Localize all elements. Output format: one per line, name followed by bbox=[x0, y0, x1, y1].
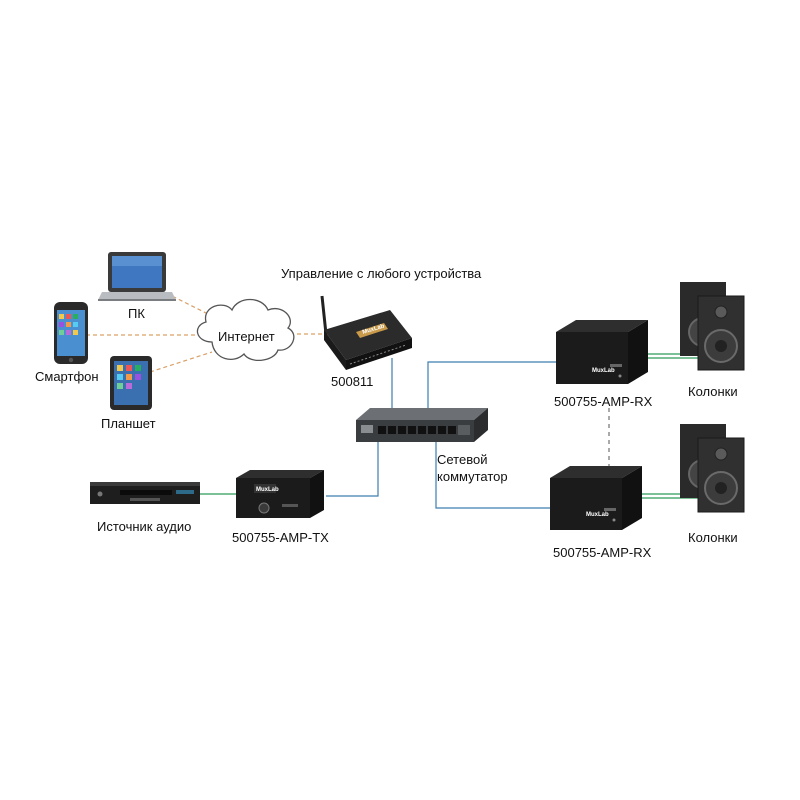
amplifier-icon: MuxLab bbox=[236, 470, 324, 518]
router-icon: MuxLab bbox=[320, 295, 412, 370]
link-switch-rx2 bbox=[435, 440, 550, 509]
speaker-icon bbox=[680, 424, 745, 513]
control-caption: Управление с любого устройства bbox=[281, 266, 482, 281]
network-links bbox=[326, 358, 556, 509]
smartphone-icon bbox=[54, 302, 88, 364]
tx-logo: MuxLab bbox=[256, 487, 279, 493]
link-switch-rx1 bbox=[427, 361, 556, 418]
cloud-icon bbox=[196, 298, 295, 361]
tablet-icon bbox=[110, 356, 152, 410]
tx-model-label: 500755-AMP-TX bbox=[232, 530, 329, 545]
internet-label: Интернет bbox=[218, 329, 275, 344]
speakers1-label: Колонки bbox=[688, 384, 738, 399]
rx2-logo: MuxLab bbox=[586, 512, 609, 518]
speakers2-label: Колонки bbox=[688, 530, 738, 545]
switch-label-line1: Сетевой bbox=[437, 452, 488, 467]
rx2-model-label: 500755-AMP-RX bbox=[553, 545, 652, 560]
smartphone-label: Смартфон bbox=[35, 369, 99, 384]
rx1-logo: MuxLab bbox=[592, 368, 615, 374]
network-switch-icon bbox=[356, 408, 488, 442]
router-model-label: 500811 bbox=[331, 374, 374, 389]
tablet-label: Планшет bbox=[101, 416, 156, 431]
amplifier-icon: MuxLab bbox=[556, 320, 648, 384]
switch-label-line2: коммутатор bbox=[437, 469, 508, 484]
speaker-icon bbox=[680, 282, 745, 371]
dvd-player-icon bbox=[90, 482, 200, 504]
pc-label: ПК bbox=[128, 306, 145, 321]
laptop-icon bbox=[98, 252, 176, 301]
amplifier-icon: MuxLab bbox=[550, 466, 642, 530]
audio-source-label: Источник аудио bbox=[97, 519, 192, 534]
link-tablet-internet bbox=[149, 351, 213, 373]
link-switch-tx bbox=[326, 440, 379, 497]
rx1-model-label: 500755-AMP-RX bbox=[554, 394, 653, 409]
